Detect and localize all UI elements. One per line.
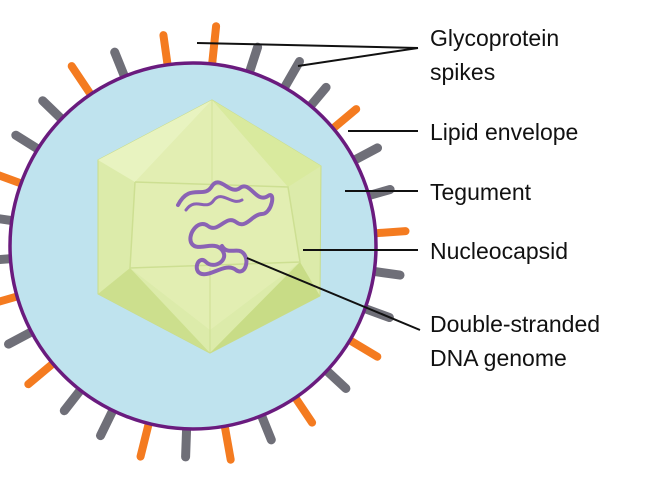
label-genome-line1: Double-stranded (430, 311, 600, 337)
lipid-envelope-ring (8, 61, 378, 431)
leader-line-spike-a (196, 42, 419, 49)
label-glycoprotein-line2: spikes (430, 59, 495, 85)
leader-lines (196, 42, 421, 331)
label-lipid-envelope: Lipid envelope (430, 119, 578, 145)
leader-line-spike-b (297, 47, 419, 67)
label-nucleocapsid: Nucleocapsid (430, 238, 568, 264)
label-genome-line2: DNA genome (430, 345, 567, 371)
label-tegument: Tegument (430, 179, 532, 205)
label-glycoprotein-line1: Glycoprotein (430, 25, 559, 51)
leader-line-genome (246, 257, 421, 331)
dna-genome-strand-b (184, 195, 244, 212)
dna-genome-strand (176, 180, 275, 277)
